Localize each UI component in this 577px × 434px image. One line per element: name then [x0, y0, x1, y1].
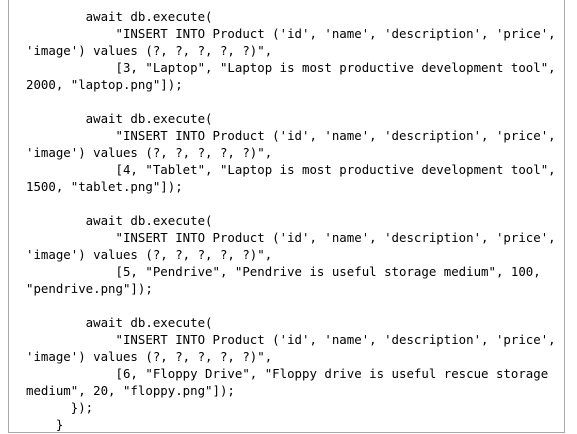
code-line [26, 93, 556, 110]
code-line: "pendrive.png"]); [26, 281, 153, 296]
code-line: 2000, "laptop.png"]); [26, 77, 183, 92]
code-line: } [26, 417, 64, 432]
code-line: [3, "Laptop", "Laptop is most productive… [26, 60, 556, 75]
code-block: await db.execute( "INSERT INTO Product (… [26, 8, 556, 433]
code-line: medium", 20, "floppy.png"]); [26, 383, 235, 398]
code-line: await db.execute( [26, 111, 213, 126]
code-snippet-frame: await db.execute( "INSERT INTO Product (… [8, 0, 565, 433]
code-line: "INSERT INTO Product ('id', 'name', 'des… [26, 230, 556, 245]
code-line: "INSERT INTO Product ('id', 'name', 'des… [26, 26, 556, 41]
code-line: 1500, "tablet.png"]); [26, 179, 183, 194]
code-line: [5, "Pendrive", "Pendrive is useful stor… [26, 264, 541, 279]
code-line: "INSERT INTO Product ('id', 'name', 'des… [26, 332, 556, 347]
code-line: 'image') values (?, ?, ?, ?, ?)", [26, 145, 273, 160]
code-line: await db.execute( [26, 315, 213, 330]
code-line: 'image') values (?, ?, ?, ?, ?)", [26, 43, 273, 58]
code-line [26, 195, 556, 212]
code-line [26, 297, 556, 314]
code-line: }); [26, 400, 94, 415]
code-line: "INSERT INTO Product ('id', 'name', 'des… [26, 128, 556, 143]
code-line: 'image') values (?, ?, ?, ?, ?)", [26, 349, 273, 364]
code-line: [6, "Floppy Drive", "Floppy drive is use… [26, 366, 549, 381]
code-line: [4, "Tablet", "Laptop is most productive… [26, 162, 556, 177]
code-line: await db.execute( [26, 9, 213, 24]
code-line: await db.execute( [26, 213, 213, 228]
code-line: 'image') values (?, ?, ?, ?, ?)", [26, 247, 273, 262]
